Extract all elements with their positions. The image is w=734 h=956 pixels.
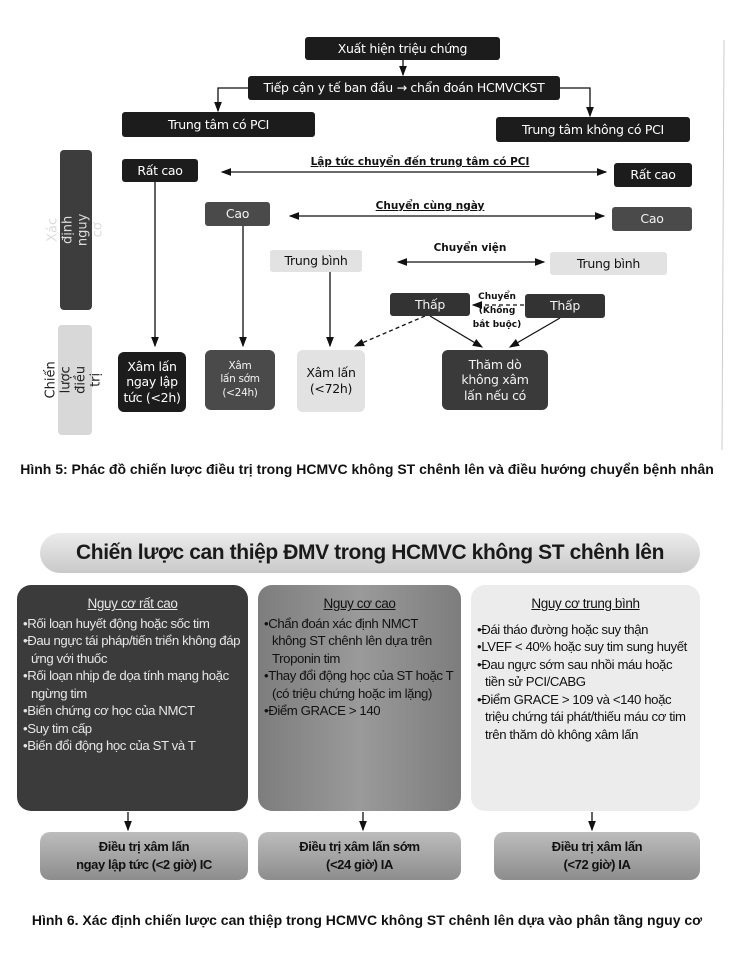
- high-label: Cao: [225, 206, 250, 222]
- intermediate-label: Trung bình: [577, 255, 640, 271]
- result-line: Điều trị xâm lấn sớm: [299, 839, 420, 854]
- start-label: Xuất hiện triệu chứng: [337, 40, 468, 56]
- card-list: Chẩn đoán xác định NMCT không ST chênh l…: [264, 615, 455, 720]
- first-contact-label: Tiếp cận y tế ban đầu → chẩn đoán HCMVCK…: [263, 80, 545, 96]
- very-high-risk-left: Rất cao: [122, 159, 198, 182]
- card-list: Rối loạn huyết động hoặc sốc tim Đau ngự…: [23, 615, 242, 755]
- transfer-intermediate-label: Chuyển viện: [433, 242, 507, 254]
- high-label: Cao: [640, 211, 664, 227]
- very-high-label: Rất cao: [137, 162, 183, 178]
- card-item: Đau ngực tái pháp/tiến triển không đáp ứ…: [23, 632, 242, 667]
- card-item: Biến chứng cơ học của NMCT: [23, 702, 242, 720]
- risk-card-intermediate: Nguy cơ trung bình Đái tháo đường hoặc s…: [471, 585, 700, 811]
- transfer-low-label: Chuyển (Không bắt buộc): [472, 290, 522, 332]
- high-risk-right: Cao: [612, 207, 692, 231]
- card-item: LVEF < 40% hoặc suy tim sung huyết: [477, 638, 694, 656]
- transfer-very-high-label: Lập tức chuyển đến trung tâm có PCI: [310, 156, 530, 168]
- strategy-line: ngay lập: [126, 374, 178, 390]
- intermediate-label: Trung bình: [284, 253, 348, 269]
- transfer-high-label: Chuyển cùng ngày: [375, 200, 485, 212]
- figure6-caption: Hình 6. Xác định chiến lược can thiệp tr…: [31, 912, 703, 928]
- start-box: Xuất hiện triệu chứng: [305, 37, 500, 60]
- strategy-invasive-box: Xâm lấn(<72h): [297, 350, 365, 412]
- strategy-line: Xâm lấn: [127, 358, 177, 374]
- intermediate-risk-right: Trung bình: [550, 252, 667, 275]
- low-risk-right: Thấp: [525, 294, 605, 318]
- transfer-low-line: (Không: [478, 306, 516, 316]
- card-title: Nguy cơ trung bình: [531, 596, 640, 611]
- non-pci-center-label: Trung tâm không có PCI: [522, 121, 664, 137]
- result-line: Điều trị xâm lấn: [551, 839, 643, 854]
- risk-card-high: Nguy cơ cao Chẩn đoán xác định NMCT khôn…: [258, 585, 461, 811]
- strategy-line: (<72h): [309, 381, 353, 396]
- result-immediate: Điều trị xâm lấn ngay lập tức (<2 giờ) IC: [40, 832, 248, 880]
- result-line: ngay lập tức (<2 giờ) IC: [76, 857, 212, 872]
- card-item: Biến đổi động học của ST và T: [23, 737, 242, 755]
- strategy-line: (<24h): [222, 386, 258, 399]
- low-label: Thấp: [415, 296, 445, 312]
- very-high-risk-right: Rất cao: [614, 163, 692, 187]
- non-pci-center-box: Trung tâm không có PCI: [496, 117, 690, 142]
- result-line: Điều trị xâm lấn: [98, 839, 190, 854]
- high-risk-left: Cao: [205, 202, 270, 226]
- card-list: Đái tháo đường hoặc suy thận LVEF < 40% …: [477, 621, 694, 744]
- strategy-line: Thăm dò: [468, 356, 522, 372]
- card-item: Thay đổi động học của ST hoặc T (có triệ…: [264, 667, 455, 702]
- figure5-caption: Hình 5: Phác đồ chiến lược điều trị tron…: [20, 461, 714, 477]
- card-item: Rối loạn nhịp đe dọa tính mạng hoặc ngừn…: [23, 667, 242, 702]
- strategy-line: không xâm: [461, 372, 529, 388]
- pci-center-label: Trung tâm có PCI: [167, 116, 270, 132]
- risk-card-very-high: Nguy cơ rất cao Rối loạn huyết động hoặc…: [17, 585, 248, 811]
- card-item: Đái tháo đường hoặc suy thận: [477, 621, 694, 639]
- card-title: Nguy cơ rất cao: [87, 596, 178, 611]
- card-item: Điểm GRACE > 109 và <140 hoặc triệu chứn…: [477, 691, 694, 744]
- strategy-side-text: Chiến lược điều trị: [44, 361, 104, 399]
- transfer-low-line: Chuyển: [478, 292, 516, 302]
- figure6-banner: Chiến lược can thiệp ĐMV trong HCMVC khô…: [40, 533, 700, 573]
- card-item: Đau ngực sớm sau nhồi máu hoặc tiền sử P…: [477, 656, 694, 691]
- low-risk-left: Thấp: [390, 293, 470, 316]
- card-item: Điểm GRACE > 140: [264, 702, 455, 720]
- very-high-label: Rất cao: [630, 167, 676, 183]
- card-item: Chẩn đoán xác định NMCT không ST chênh l…: [264, 615, 455, 668]
- risk-side-label: Xác định nguy cơ: [45, 150, 105, 310]
- card-item: Rối loạn huyết động hoặc sốc tim: [23, 615, 242, 633]
- pci-center-box: Trung tâm có PCI: [122, 112, 315, 137]
- card-title: Nguy cơ cao: [323, 596, 396, 611]
- strategy-line: lấn nếu có: [463, 387, 527, 403]
- transfer-low-line: bắt buộc): [472, 320, 522, 330]
- intermediate-risk-left: Trung bình: [270, 250, 362, 272]
- result-line: (<24 giờ) IA: [326, 857, 393, 872]
- strategy-line: tức (<2h): [123, 389, 181, 405]
- strategy-line: Xâm: [228, 360, 252, 373]
- low-label: Thấp: [550, 298, 580, 314]
- strategy-line: Xâm lấn: [306, 365, 356, 381]
- card-item: Suy tim cấp: [23, 720, 242, 738]
- result-line: (<72 giờ) IA: [563, 857, 631, 872]
- strategy-side-label: Chiến lược điều trị: [44, 325, 104, 435]
- result-invasive: Điều trị xâm lấn (<72 giờ) IA: [494, 832, 700, 880]
- risk-side-text: Xác định nguy cơ: [45, 213, 105, 247]
- result-early: Điều trị xâm lấn sớm (<24 giờ) IA: [258, 832, 461, 880]
- strategy-line: lấn sớm: [220, 373, 260, 386]
- first-contact-box: Tiếp cận y tế ban đầu → chẩn đoán HCMVCK…: [248, 76, 560, 100]
